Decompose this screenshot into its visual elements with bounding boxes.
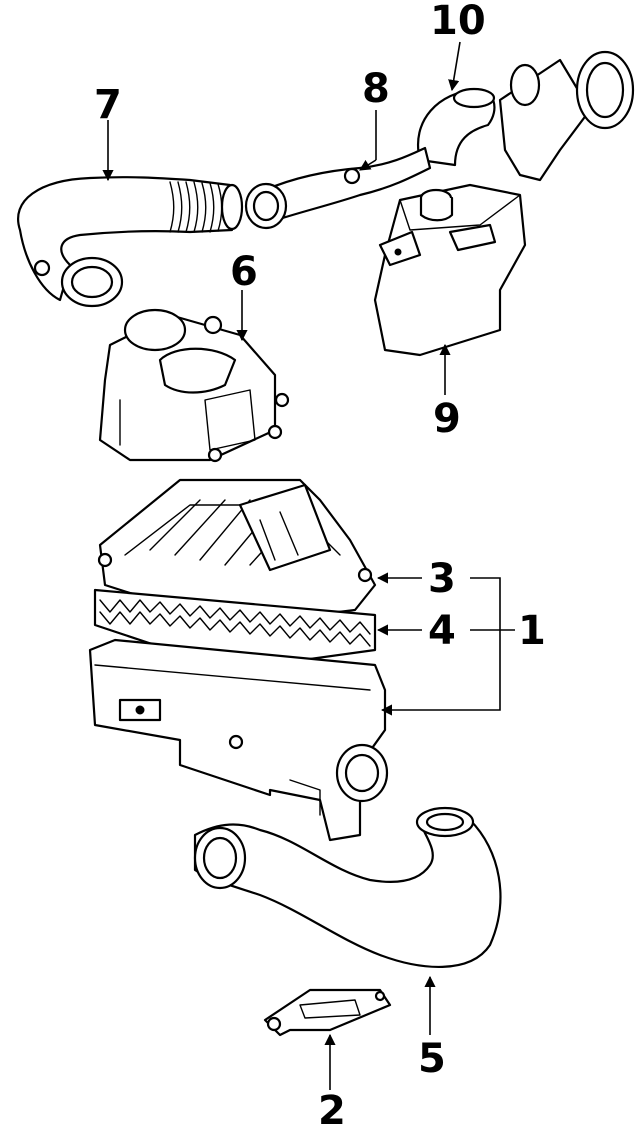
callout-2: 2 xyxy=(318,1088,346,1130)
callout-6: 6 xyxy=(230,249,258,295)
callout-10: 10 xyxy=(430,0,486,44)
callout-4: 4 xyxy=(428,608,456,654)
part-5-outlet-duct xyxy=(193,806,502,968)
part-8-hose xyxy=(244,146,432,230)
callout-3: 3 xyxy=(428,556,456,602)
part-3-cleaner-cap xyxy=(97,478,377,627)
part-1-cleaner-case xyxy=(88,638,389,842)
part-10-intake-resonator xyxy=(417,50,635,182)
callout-8: 8 xyxy=(362,66,390,112)
leader-lines xyxy=(102,41,515,1090)
part-9-air-chamber xyxy=(373,183,527,357)
part-7-intake-duct xyxy=(17,176,244,308)
part-6-airflow-meter xyxy=(98,308,290,463)
callout-9: 9 xyxy=(433,396,461,442)
callout-1: 1 xyxy=(518,608,546,654)
callout-7: 7 xyxy=(94,82,122,128)
part-2-bracket xyxy=(263,988,392,1037)
callout-5: 5 xyxy=(418,1036,446,1082)
